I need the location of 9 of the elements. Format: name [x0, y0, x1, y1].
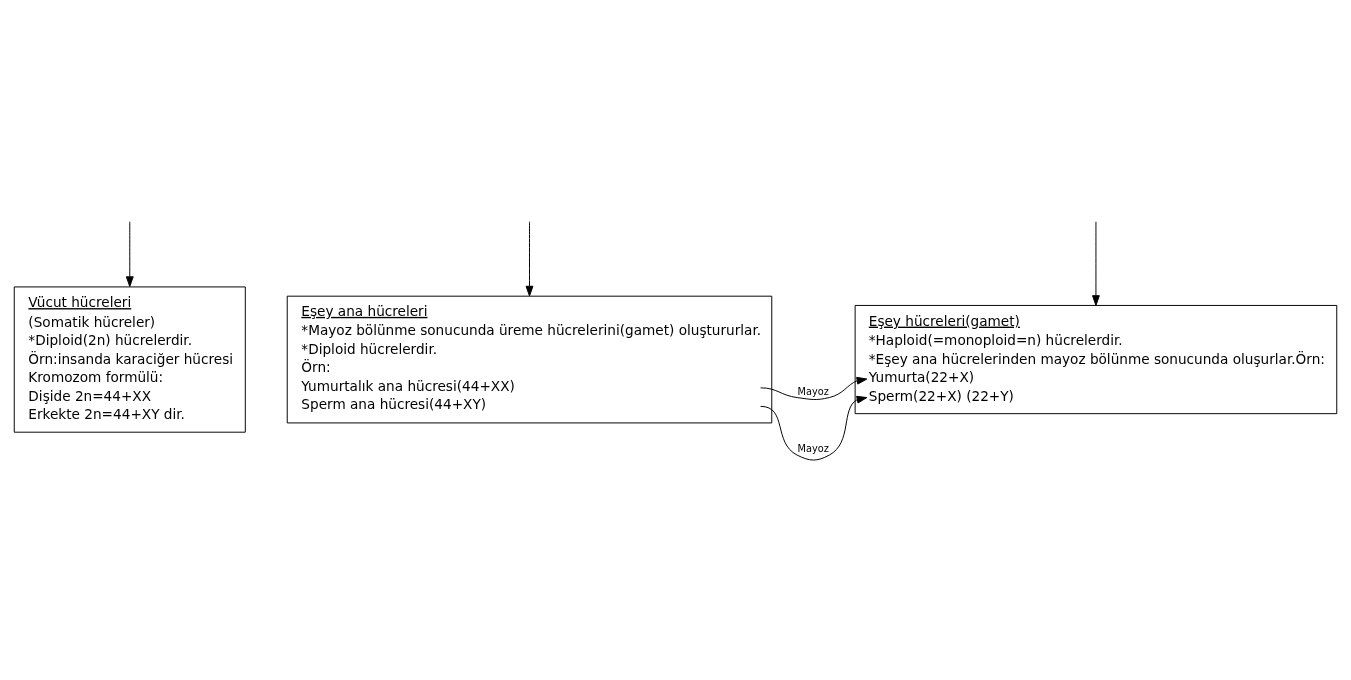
edge-label: Mayoz [797, 385, 829, 397]
node-box: Vücut hücreleri (Somatik hücreler) *Diploid(2n) hücrelerdir. Örn:insanda karaciğer hücresi Kromozom formülü: Dişide 2n=44+XX Erkekte 2n=44+XY dir. [13, 285, 246, 433]
arrow [760, 376, 868, 400]
node-box: Eşey ana hücreleri *Mayoz bölünme sonucunda üreme hücrelerini(gamet) oluştururlar. *Diploid hücrelerdir. Örn: Yumurtalık ana hücresi(44+XX) Sperm ana hücresi(44+XY) [286, 295, 773, 423]
edge-label: Mayoz [797, 442, 829, 454]
arrow [760, 395, 868, 461]
arrow [1092, 220, 1100, 306]
arrow [125, 220, 134, 287]
arrow [525, 220, 534, 296]
